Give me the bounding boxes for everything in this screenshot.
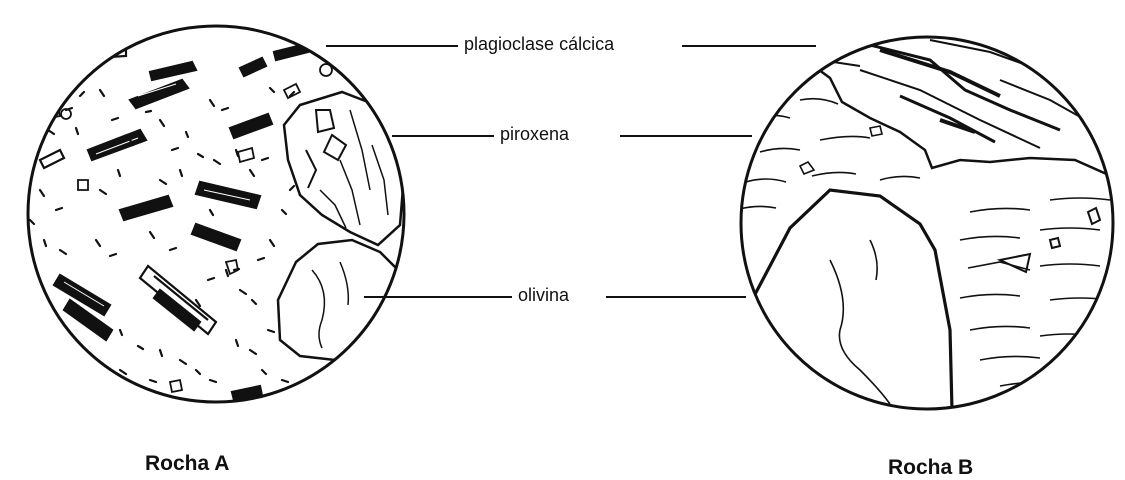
- rock-a-pyroxene-crystal: [284, 92, 404, 245]
- rock-a-outline: [28, 26, 404, 402]
- label-piroxena: piroxena: [500, 124, 569, 145]
- rock-a-olivine-crystal: [278, 240, 398, 360]
- rock-b-olivine-crystal: [752, 190, 952, 410]
- rock-a-small-grains: [48, 64, 332, 392]
- rock-b-matrix-foliation: [960, 198, 1110, 386]
- rock-b-thin-section: [736, 30, 1120, 410]
- label-olivina: olivina: [518, 285, 569, 306]
- rock-a-plagioclase-laths: [40, 44, 308, 400]
- rock-a-thin-section: [26, 26, 404, 402]
- rock-a-title: Rocha A: [145, 452, 229, 476]
- label-plagioclase: plagioclase cálcica: [464, 34, 614, 55]
- rock-b-title: Rocha B: [888, 456, 973, 480]
